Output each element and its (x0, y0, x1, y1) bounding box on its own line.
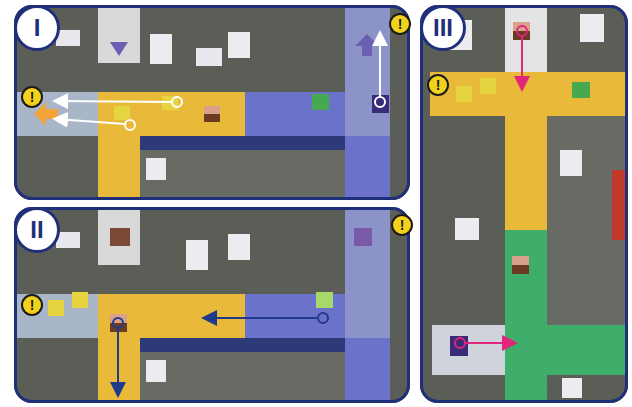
floor-island (140, 352, 345, 403)
move-origin (318, 313, 328, 323)
move-origin (375, 97, 385, 107)
cube (114, 106, 130, 120)
purple-belt (245, 92, 345, 136)
exit-arrow (532, 388, 548, 400)
move-origin (113, 318, 123, 328)
exit-tile (345, 5, 390, 136)
cube (512, 265, 529, 274)
move-arrow (379, 34, 381, 97)
alert-badge: ! (389, 13, 411, 35)
game-panel: III! (420, 5, 628, 403)
crate (228, 234, 250, 260)
move-arrow (117, 328, 119, 394)
start-tile (432, 325, 505, 375)
crate (146, 158, 166, 180)
cube (354, 228, 372, 246)
direction-arrow (110, 42, 128, 56)
purple-belt (345, 338, 390, 403)
cube (456, 86, 472, 102)
green-belt (547, 325, 628, 375)
belt-rim (140, 338, 345, 352)
crate (560, 150, 582, 176)
crate (580, 14, 604, 42)
cube (316, 292, 333, 308)
game-panel: I!! (14, 5, 410, 200)
yellow-belt (98, 294, 140, 403)
panel-number: I (14, 5, 60, 51)
exit-tile (345, 207, 390, 338)
alert-mark: ! (23, 296, 41, 314)
cube (312, 94, 329, 110)
alert-badge: ! (21, 294, 43, 316)
floor (14, 207, 410, 403)
move-origin (455, 338, 465, 348)
belt-rim (140, 136, 345, 150)
spawner-tile (505, 5, 547, 72)
green-belt (505, 230, 547, 403)
spawner-tile (98, 5, 140, 63)
alert-badge: ! (391, 214, 413, 236)
alert-badge: ! (21, 86, 43, 108)
crate (56, 232, 80, 248)
move-origin (517, 26, 527, 36)
crate (562, 378, 582, 398)
floor-island (140, 150, 345, 200)
panel-number: II (14, 207, 60, 253)
crate (150, 34, 172, 64)
crate (186, 240, 208, 270)
panel-number: III (420, 5, 466, 51)
yellow-belt (98, 92, 140, 200)
game-panel: II!! (14, 207, 410, 403)
crate (455, 218, 479, 240)
panel-scene (14, 5, 410, 200)
panel-scene (420, 5, 628, 403)
move-origin (125, 120, 135, 130)
cube (48, 300, 64, 316)
cube (372, 95, 389, 113)
purple-belt (345, 136, 390, 200)
crate (146, 360, 166, 382)
cube (512, 256, 529, 265)
panel-scene (14, 207, 410, 403)
crate (56, 30, 80, 46)
move-origin (172, 97, 182, 107)
exit-arrow (355, 34, 379, 56)
alert-mark: ! (429, 76, 447, 94)
cube (480, 78, 496, 94)
cube (204, 114, 220, 122)
crate (196, 48, 222, 66)
cube (110, 228, 130, 246)
alert-mark: ! (23, 88, 41, 106)
move-arrow (465, 342, 514, 344)
move-arrow (56, 101, 172, 102)
cube (72, 292, 88, 308)
spawner-tile (98, 207, 140, 265)
move-arrow (521, 36, 523, 88)
move-arrow (56, 119, 125, 124)
alert-badge: ! (427, 74, 449, 96)
alert-mark: ! (393, 216, 411, 234)
alert-mark: ! (391, 15, 409, 33)
crate (228, 32, 250, 58)
cube (572, 82, 590, 98)
yellow-belt (505, 72, 547, 230)
cube (204, 106, 220, 114)
cube (450, 336, 468, 356)
move-arrow (205, 317, 318, 319)
